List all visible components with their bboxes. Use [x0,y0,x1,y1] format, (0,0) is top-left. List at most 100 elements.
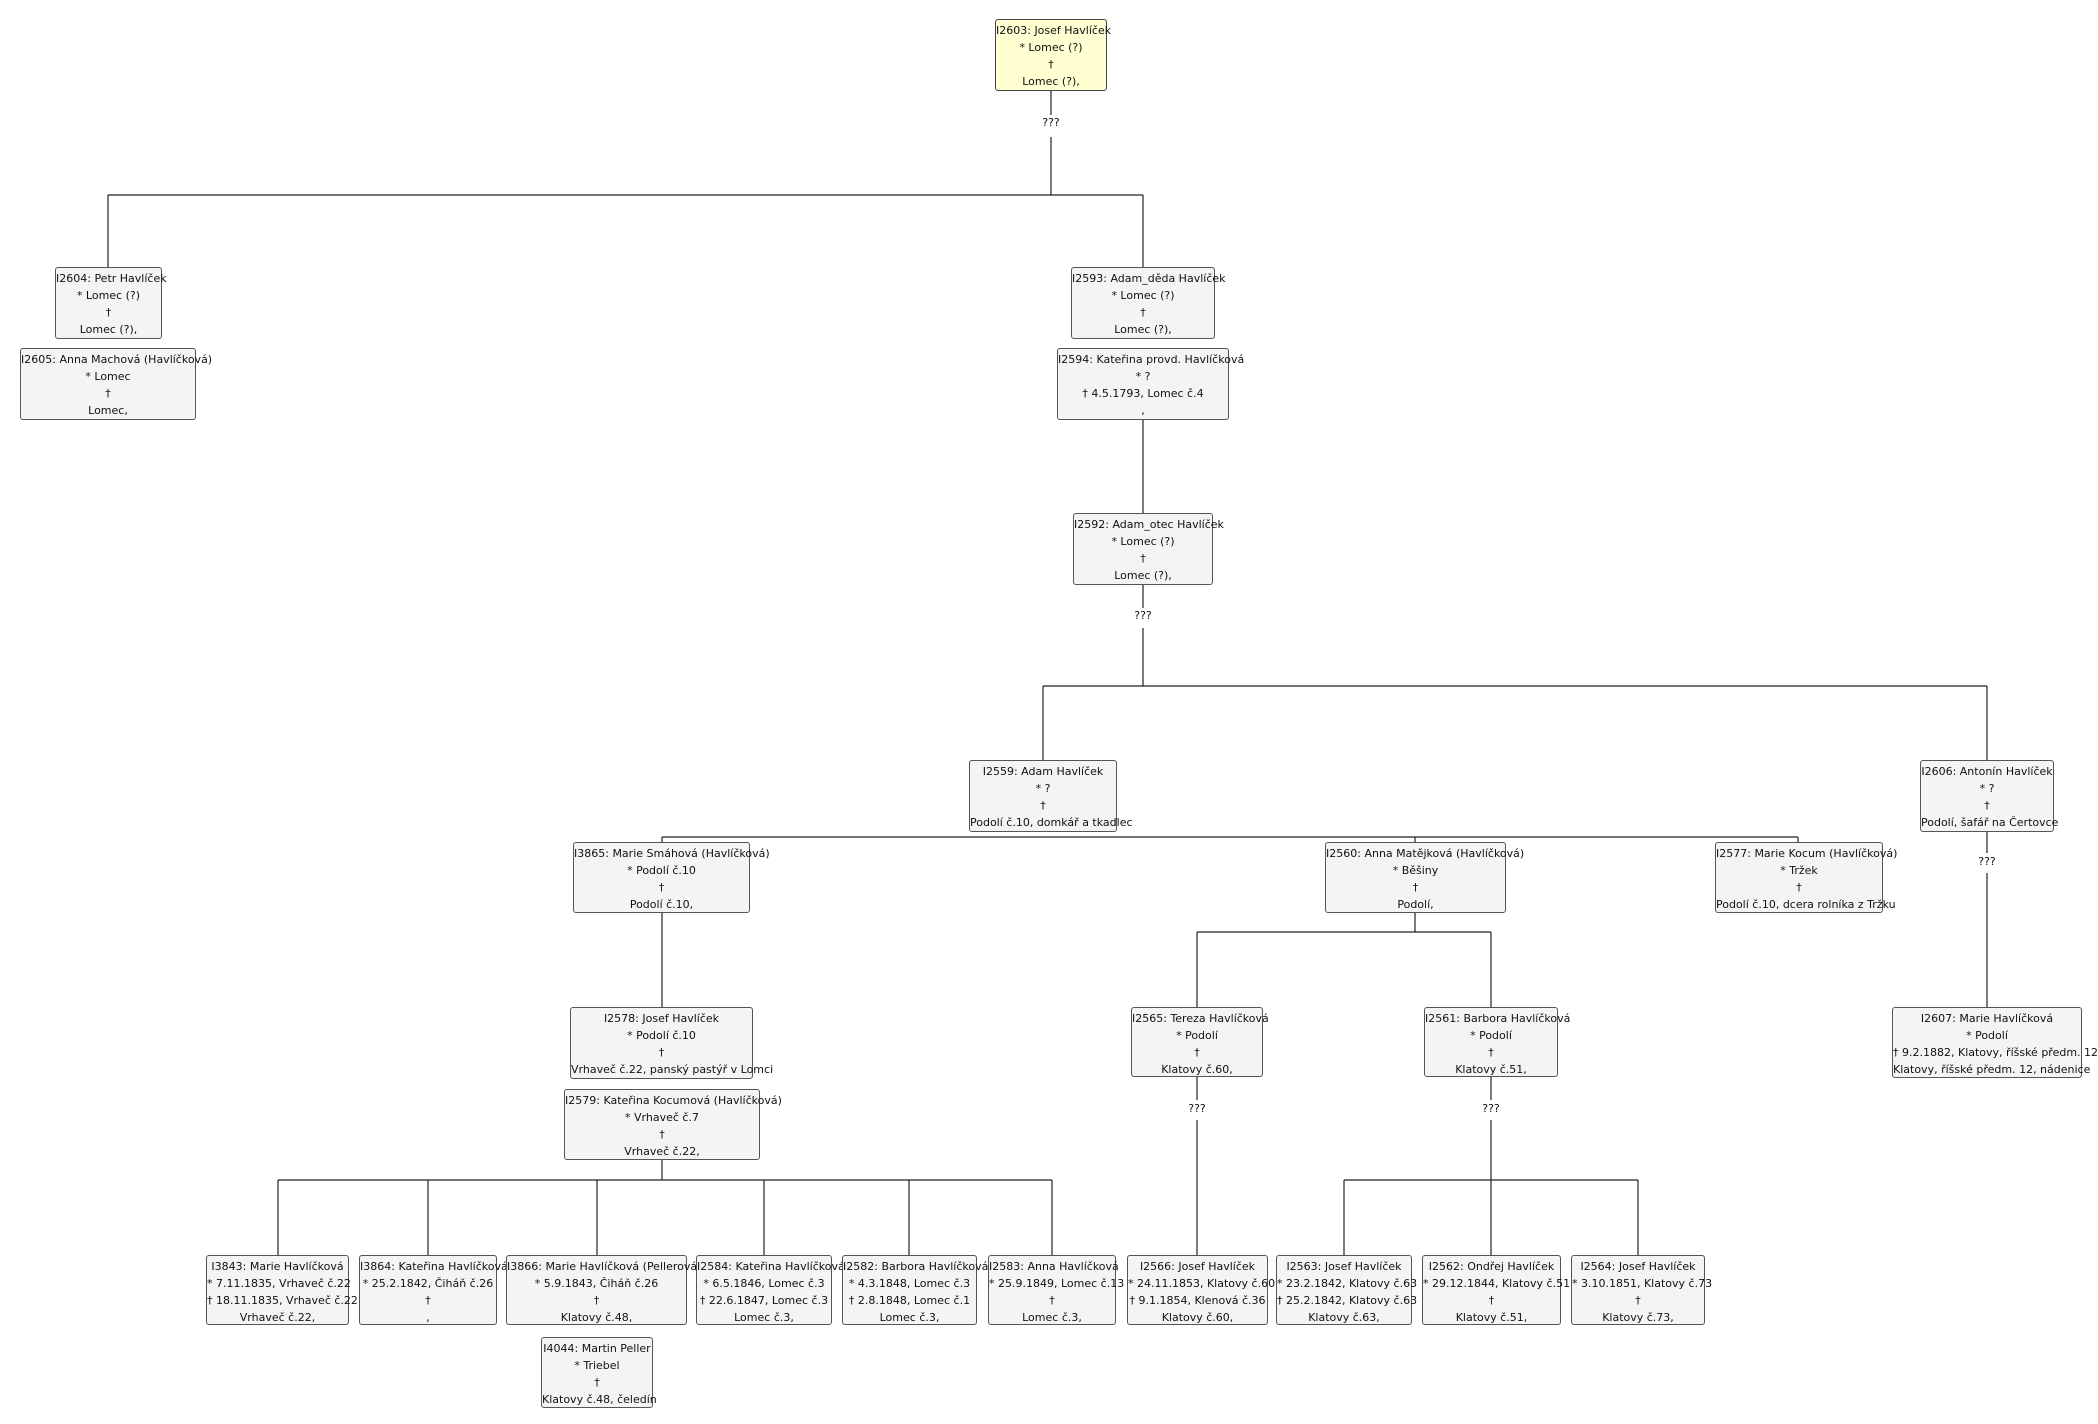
person-box[interactable]: I2562: Ondřej Havlíček* 29.12.1844, Klat… [1422,1255,1571,1325]
residence-line: Vrhaveč č.22, panský pastýř v Lomci [571,1063,774,1076]
person-name: I2603: Josef Havlíček [996,24,1112,37]
residence-line: Klatovy č.51, [1455,1311,1528,1324]
death-line: † 22.6.1847, Lomec č.3 [699,1294,829,1307]
death-line: † [1635,1294,1641,1307]
unknown-family-label: ??? [1978,855,1996,868]
death-line: † [105,306,112,319]
residence-line: Vrhaveč č.22, [239,1311,316,1324]
birth-line: * 29.12.1844, Klatovy č.51 [1423,1277,1571,1290]
birth-line: * Vrhaveč č.7 [625,1111,699,1124]
residence-line: Klatovy č.48, čeledín [542,1393,657,1406]
residence-line: Podolí, šafář na Čertovce [1921,816,2059,829]
person-box[interactable]: I2606: Antonín Havlíček * ? † Podolí, šafář… [1920,760,2059,832]
person-box[interactable]: I2582: Barbora Havlíčková * 4.3.1848, Lom… [842,1255,989,1325]
death-line: † [1048,58,1054,71]
birth-line: * Podolí [1966,1029,2008,1042]
person-name: I2605: Anna Machová (Havlíčková) [21,353,213,366]
death-line: † 18.11.1835, Vrhaveč č.22 [207,1294,358,1307]
residence-line: Klatovy, říšské předm. 12, nádenice [1893,1063,2091,1076]
residence-line: Podolí č.10, dcera rolníka z Tržku [1716,898,1896,911]
death-line: † [1049,1294,1055,1307]
person-box[interactable]: I2560: Anna Matějková (Havlíčková)* Běši… [1325,842,1524,913]
person-box[interactable]: I2579: Kateřina Kocumová (Havlíčková) * V… [564,1089,782,1160]
birth-line: * 23.2.1842, Klatovy č.63 [1277,1277,1418,1290]
death-line: † [1984,799,1990,812]
birth-line: * 4.3.1848, Lomec č.3 [848,1277,971,1290]
person-box[interactable]: I2578: Josef Havlíček* Podolí č.10†Vrhav… [570,1007,774,1079]
birth-line: * Lomec (?) [1111,289,1175,302]
person-name: I2582: Barbora Havlíčková [843,1260,989,1273]
person-box[interactable]: I2564: Josef Havlíček * 3.10.1851, Klatov… [1571,1255,1713,1325]
birth-line: * ? [1035,782,1051,795]
death-line: † [1488,1046,1494,1059]
person-box[interactable]: I2566: Josef Havlíček* 24.11.1853, Klato… [1127,1255,1275,1325]
person-box[interactable]: I2593: Adam_děda Havlíček* Lomec (?)†Lom… [1071,267,1226,339]
person-name: I2577: Marie Kocum (Havlíčková) [1716,847,1898,860]
person-name: I2593: Adam_děda Havlíček [1072,272,1226,285]
birth-line: * Podolí č.10 [627,1029,696,1042]
death-line: † [593,1294,600,1307]
person-box[interactable]: I2561: Barbora Havlíčková* Podolí†Klatov… [1424,1007,1571,1077]
person-box[interactable]: I2604: Petr Havlíček* Lomec (?)†Lomec (?… [55,267,167,339]
person-name: I4044: Martin Peller [543,1342,651,1355]
person-box[interactable]: I3865: Marie Smáhová (Havlíčková) * Podol… [573,842,770,913]
death-line: † [1412,881,1419,894]
person-box[interactable]: I2605: Anna Machová (Havlíčková)* Lomec†… [20,348,213,420]
birth-line: * 5.9.1843, Čiháň č.26 [534,1277,659,1290]
person-name: I2579: Kateřina Kocumová (Havlíčková) [565,1094,782,1107]
death-line: † 25.2.1842, Klatovy č.63 [1277,1294,1418,1307]
death-line: † 9.2.1882, Klatovy, říšské předm. 12 [1893,1046,2098,1059]
person-name: I2564: Josef Havlíček [1580,1260,1696,1273]
birth-line: * 7.11.1835, Vrhaveč č.22 [207,1277,351,1290]
residence-line: Podolí č.10, [629,898,694,911]
birth-line: * ? [1979,782,1995,795]
birth-line: * Lomec (?) [76,289,141,302]
person-box[interactable]: I3864: Kateřina Havlíčková* 25.2.1842, Č… [359,1255,508,1325]
death-line: † [658,1046,665,1059]
death-line: † 2.8.1848, Lomec č.1 [848,1294,971,1307]
birth-line: * Lomec (?) [1111,535,1175,548]
person-box[interactable]: I3843: Marie Havlíčková * 7.11.1835, Vrha… [206,1255,358,1325]
person-name: I3843: Marie Havlíčková [211,1260,344,1273]
birth-line: * Lomec [85,370,131,383]
person-name: I2606: Antonín Havlíček [1921,765,2053,778]
person-box[interactable]: I2583: Anna Havlíčková* 25.9.1849, Lomec… [988,1255,1124,1325]
unknown-family-label: ??? [1134,609,1152,622]
person-box[interactable]: I2594: Kateřina provd. Havlíčková* ?† 4.… [1057,348,1245,420]
residence-line: Lomec č.3, [734,1311,794,1324]
residence-line: Lomec, [88,404,128,417]
person-name: I2559: Adam Havlíček [982,765,1104,778]
person-box[interactable]: I2565: Tereza Havlíčková* Podolí†Klatovy… [1131,1007,1269,1077]
death-line: † [659,1128,665,1141]
person-box[interactable]: I2559: Adam Havlíček* ?†Podolí č.10, dom… [969,760,1133,832]
person-name: I3866: Marie Havlíčková (Pellerová) [507,1260,702,1273]
residence-line: Klatovy č.60, [1161,1063,1233,1076]
person-name: I2565: Tereza Havlíčková [1132,1012,1269,1025]
birth-line: * Podolí č.10 [627,864,696,877]
residence-line: Lomec (?), [1114,569,1172,582]
birth-line: * Tržek [1780,864,1818,877]
person-box[interactable]: I2584: Kateřina Havlíčková* 6.5.1846, Lo… [696,1255,845,1325]
person-name: I2583: Anna Havlíčková [989,1260,1119,1273]
person-box[interactable]: I2577: Marie Kocum (Havlíčková) * Tržek † P… [1715,842,1898,913]
unknown-family-label: ??? [1042,116,1060,129]
death-line: † [1140,552,1146,565]
person-box[interactable]: I4044: Martin Peller* Triebel†Klatovy č.… [541,1337,657,1408]
death-line: † [1796,881,1802,894]
person-box[interactable]: I2592: Adam_otec Havlíček * Lomec (?) † Lom… [1073,513,1224,585]
person-name: I2607: Marie Havlíčková [1920,1012,2054,1025]
person-name: I3865: Marie Smáhová (Havlíčková) [574,847,770,860]
person-name: I2594: Kateřina provd. Havlíčková [1058,353,1245,366]
person-name: I2561: Barbora Havlíčková [1425,1012,1571,1025]
death-line: † [425,1294,431,1307]
birth-line: * 3.10.1851, Klatovy č.73 [1572,1277,1713,1290]
person-name: I2566: Josef Havlíček [1139,1260,1256,1273]
residence-line: Klatovy č.60, [1161,1311,1234,1324]
person-box[interactable]: I2607: Marie Havlíčková * Podolí † 9.2.188… [1892,1007,2098,1078]
unknown-family-label: ??? [1482,1102,1500,1115]
person-box[interactable]: I2603: Josef Havlíček* Lomec (?)†Lomec (… [995,19,1112,91]
person-name: I2592: Adam_otec Havlíček [1074,518,1224,531]
person-box[interactable]: I2563: Josef Havlíček* 23.2.1842, Klatov… [1276,1255,1418,1325]
death-line: † [1194,1046,1200,1059]
person-box[interactable]: I3866: Marie Havlíčková (Pellerová) * 5.9… [506,1255,702,1325]
